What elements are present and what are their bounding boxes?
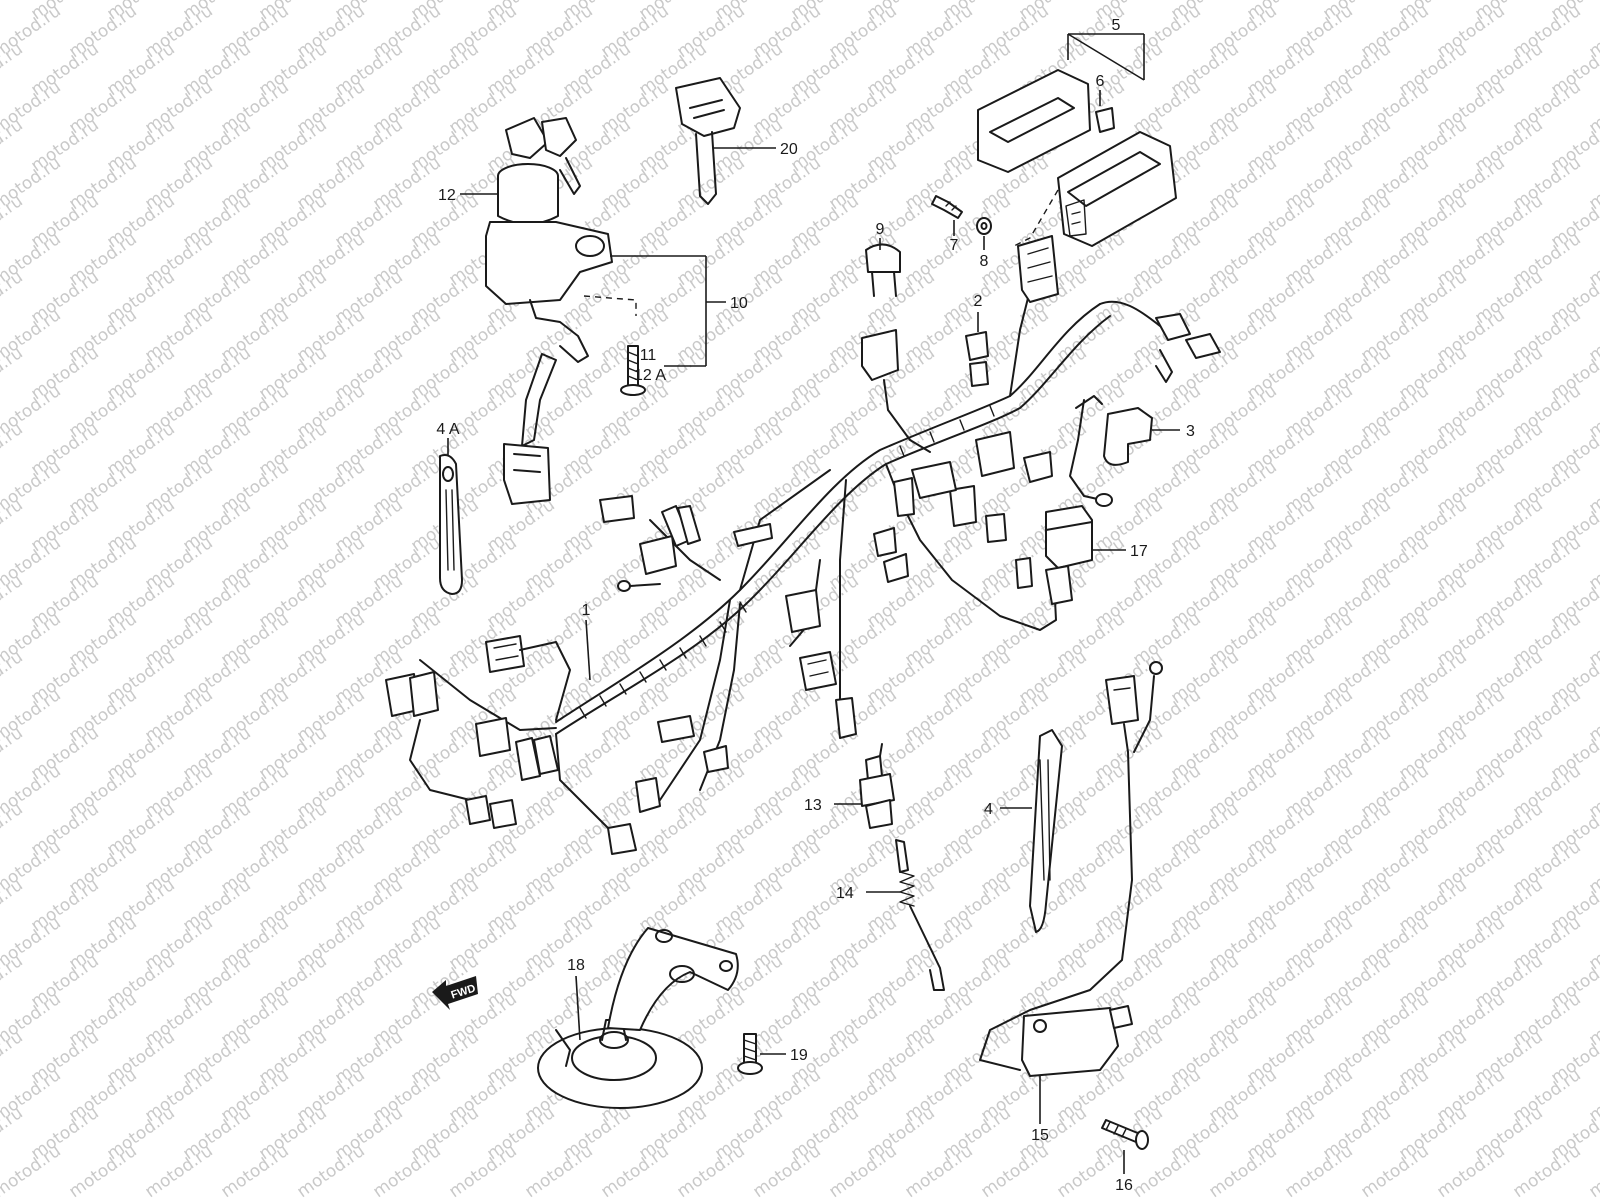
watermark-text: motod.ru xyxy=(369,1141,444,1200)
callout-12: 12 xyxy=(438,187,456,204)
watermark-text: motod.ru xyxy=(0,1027,27,1088)
callout-2: 2 xyxy=(974,293,983,310)
watermark-text: motod.ru xyxy=(0,723,27,784)
callout-6: 6 xyxy=(1096,73,1105,90)
callout-16: 16 xyxy=(1115,1177,1133,1194)
watermark-text: motod.ru xyxy=(0,1103,27,1164)
watermark-text: motod.ru xyxy=(1509,1141,1584,1200)
callout-19: 19 xyxy=(790,1047,808,1064)
callout-14: 14 xyxy=(836,885,854,902)
watermark-text: motod.ru xyxy=(0,267,27,328)
callout-8: 8 xyxy=(980,253,989,270)
watermark-text: motod.ru xyxy=(673,1141,748,1200)
watermark-text: motod.ru xyxy=(0,191,27,252)
part-4a-band xyxy=(439,438,463,595)
watermark-text: motod.ru xyxy=(0,875,27,936)
watermark-text: motod.ru xyxy=(445,1141,520,1200)
watermark-text: motod.ru xyxy=(1205,1141,1280,1200)
watermark-text: motod.ru xyxy=(1357,1141,1432,1200)
watermark-text: motod.ru xyxy=(293,1141,368,1200)
watermark-text: motod.ru xyxy=(0,571,27,632)
part-8-washer xyxy=(976,217,992,250)
watermark-text: motod.ru xyxy=(0,799,27,860)
callout-20: 20 xyxy=(780,141,798,158)
callout-1: 1 xyxy=(582,602,591,619)
callout-17: 17 xyxy=(1130,543,1148,560)
watermark-text: motod.ru xyxy=(901,1141,976,1200)
watermark-text: motod.ru xyxy=(1281,1141,1356,1200)
callout-13: 13 xyxy=(804,797,822,814)
callout-18: 18 xyxy=(567,957,585,974)
callout-12a: 12 A xyxy=(634,367,666,384)
watermark-text: motod.ru xyxy=(1585,1141,1600,1200)
watermark-text: motod.ru xyxy=(0,0,27,24)
watermark-text: motod.ru xyxy=(977,1141,1052,1200)
watermark-text: motod.ru xyxy=(0,39,27,100)
watermark-text: motod.ru xyxy=(521,1141,596,1200)
callout-7: 7 xyxy=(950,237,959,254)
watermark-text: motod.ru xyxy=(0,115,27,176)
callout-4a: 4 A xyxy=(436,421,459,438)
callout-5: 5 xyxy=(1112,17,1121,34)
watermark-text: motod.ru xyxy=(749,1141,824,1200)
callout-3: 3 xyxy=(1186,423,1195,440)
watermark-text: motod.ru xyxy=(0,647,27,708)
watermark-text: motod.ru xyxy=(0,951,27,1012)
watermark-text: motod.ru xyxy=(825,1141,900,1200)
watermark-text: motod.ru xyxy=(217,1141,292,1200)
callout-9: 9 xyxy=(876,221,885,238)
watermark-text: motod.ru xyxy=(141,1141,216,1200)
watermark-text: motod.ru xyxy=(0,419,27,480)
callout-10: 10 xyxy=(730,295,748,312)
callout-11: 11 xyxy=(640,347,657,364)
watermark-text: motod.ru xyxy=(1433,1141,1508,1200)
watermark-text: motod.ru xyxy=(0,495,27,556)
callout-15: 15 xyxy=(1031,1127,1049,1144)
callout-4: 4 xyxy=(984,801,993,818)
watermark-text: motod.ru xyxy=(597,1141,672,1200)
watermark-text: motod.ru xyxy=(0,343,27,404)
watermark-text: motod.ru xyxy=(65,1141,140,1200)
